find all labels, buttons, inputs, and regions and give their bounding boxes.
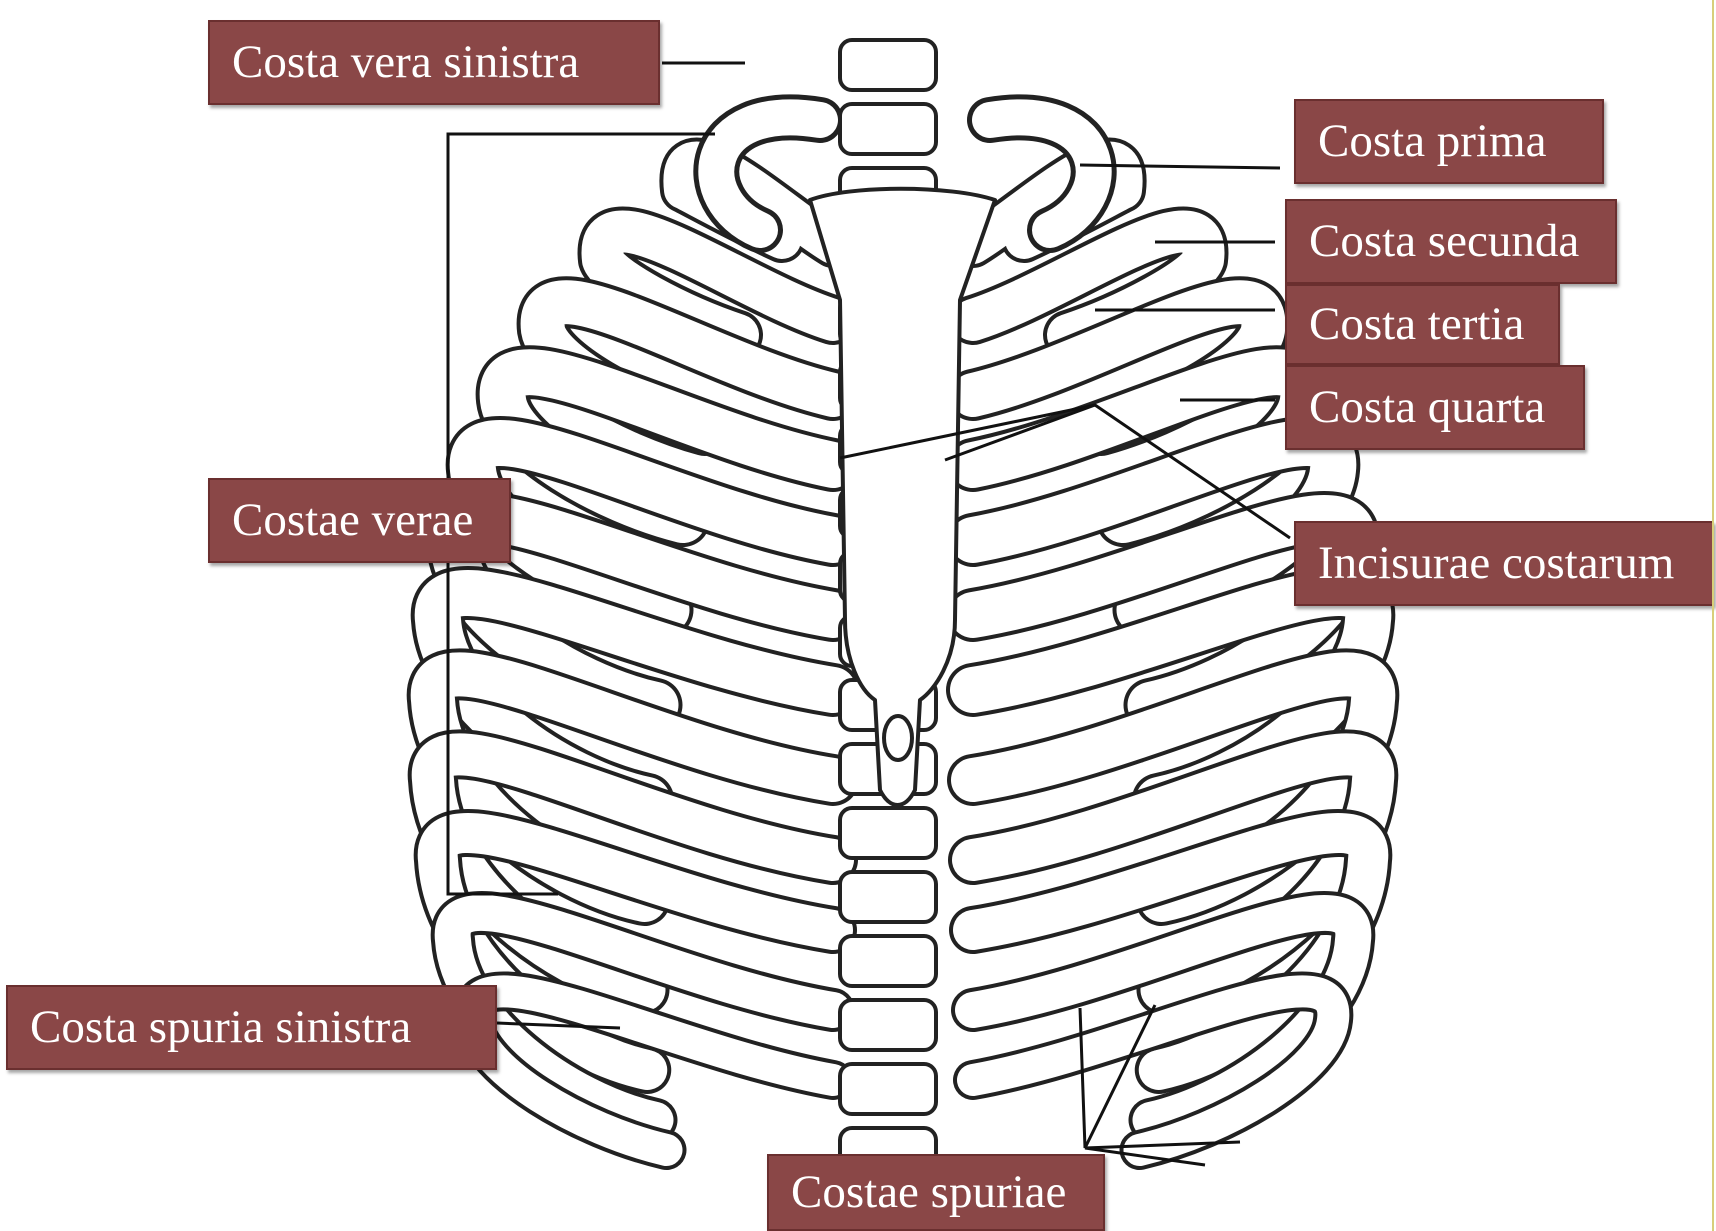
label-costa-prima: Costa prima	[1294, 99, 1604, 184]
label-costa-spuria-sinistra: Costa spuria sinistra	[6, 985, 497, 1070]
label-costa-quarta: Costa quarta	[1285, 365, 1585, 450]
vertebra-13	[840, 808, 936, 858]
label-costae-spuriae: Costae spuriae	[767, 1154, 1105, 1231]
frame-edge-line	[1712, 0, 1714, 1231]
vertebra-15	[840, 936, 936, 986]
xiphoid-foramen	[884, 716, 912, 760]
label-costae-verae: Costae verae	[208, 478, 511, 563]
vertebra-16	[840, 1000, 936, 1050]
vertebra-14	[840, 872, 936, 922]
label-costa-tertia: Costa tertia	[1285, 284, 1560, 365]
vertebra-2	[840, 104, 936, 154]
label-costa-secunda: Costa secunda	[1285, 199, 1617, 284]
label-costa-vera-sinistra: Costa vera sinistra	[208, 20, 660, 105]
vertebra-1	[840, 40, 936, 90]
label-incisurae-costarum: Incisurae costarum	[1294, 521, 1714, 606]
vertebra-17	[840, 1064, 936, 1114]
